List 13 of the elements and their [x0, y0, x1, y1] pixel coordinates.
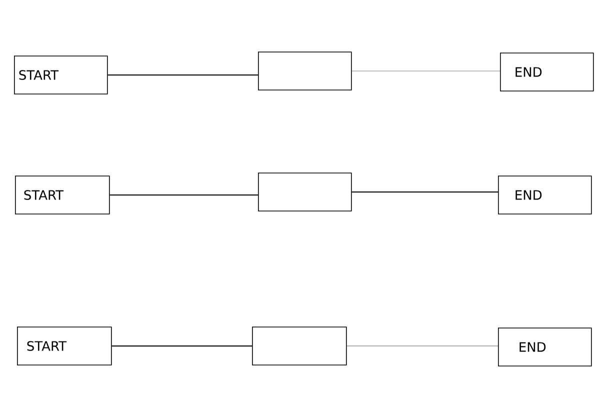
start-box: START: [14, 56, 108, 94]
start-box: START: [15, 176, 110, 214]
start-box: START: [17, 326, 112, 366]
end-box: END: [500, 52, 594, 92]
connector-line: [352, 70, 500, 72]
connector-line: [107, 74, 258, 76]
end-box: END: [498, 176, 592, 214]
empty-box: [252, 326, 347, 366]
empty-box: [258, 52, 352, 90]
empty-box: [258, 172, 352, 212]
end-box: END: [498, 328, 592, 366]
connector-line: [111, 345, 252, 346]
connector-line: [109, 194, 258, 196]
